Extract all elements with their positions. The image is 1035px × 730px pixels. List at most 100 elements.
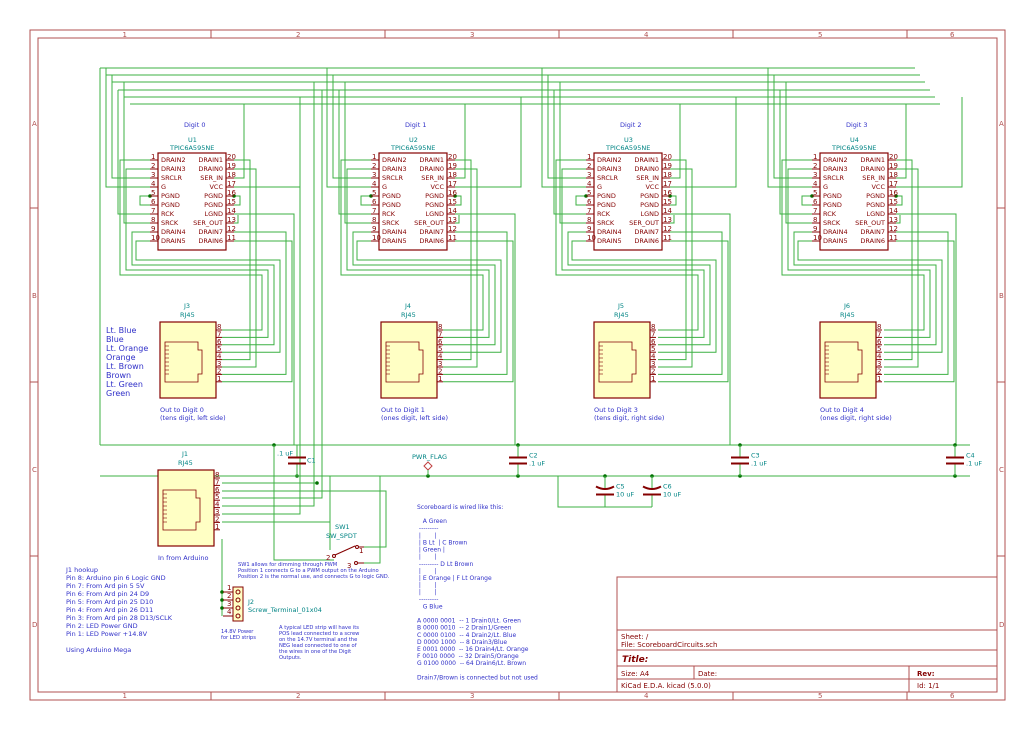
cap-value: .1 uF (751, 460, 767, 468)
wire (670, 215, 675, 224)
column-label: 1 (123, 31, 127, 39)
ic-pin-number: 18 (448, 171, 457, 179)
ic-pin-number: 1 (813, 153, 817, 161)
wire (896, 104, 907, 179)
row-label: A (999, 120, 1004, 128)
jack-value: RJ45 (180, 311, 195, 319)
title-label: Title: (622, 655, 648, 665)
jack-pin-number: 1 (877, 375, 881, 383)
ic-pin-number: 7 (151, 207, 155, 215)
ic-pin-number: 13 (448, 216, 457, 224)
jack-caption: (tens digit, right side) (594, 414, 664, 422)
ic-pin-name: RCK (161, 210, 175, 218)
led-strip-note: A typical LED strip will have its POS le… (279, 625, 360, 661)
sw1-pin: 2 (326, 554, 330, 562)
ic-pin-name: VCC (430, 183, 444, 191)
wire (222, 240, 293, 383)
wire (658, 231, 723, 375)
j2-pin: 4 (227, 608, 232, 616)
tool-label: KiCad E.D.A. kicad (5.0.0) (621, 682, 711, 690)
wire (364, 476, 381, 564)
wire (455, 195, 462, 206)
ic-pin-number: 5 (151, 189, 155, 197)
scoreboard-note-line: G Blue (417, 603, 443, 610)
screw-terminal-j2[interactable]: 1 2 3 4 J2 Screw_Terminal_01x04 14.8V Po… (221, 584, 322, 641)
hookup-note-line: Pin 4: From Ard pin 26 D11 (66, 606, 153, 614)
row-label: D (32, 621, 37, 629)
ic-pin-name: DRAIN5 (823, 237, 848, 245)
hookup-note-line: J1 hookup (65, 566, 98, 574)
j2-pin: 3 (227, 600, 231, 608)
wire (884, 168, 919, 368)
ic-pin-number: 7 (372, 207, 376, 215)
jack-pin-number: 4 (438, 353, 443, 361)
jack-pin-number: 1 (215, 523, 219, 531)
ic-pin-number: 2 (813, 162, 817, 170)
scoreboard-note-line: Scoreboard is wired like this: (417, 504, 503, 511)
column-label: 6 (950, 692, 955, 700)
jack-pin-number: 4 (651, 353, 656, 361)
wire (571, 240, 717, 353)
note-line: for LED strips (221, 635, 256, 641)
cap-plate (642, 485, 662, 490)
ic-pin-name: DRAIN5 (382, 237, 407, 245)
ic-pin-number: 8 (151, 216, 155, 224)
scoreboard-note-line: --------- (417, 596, 438, 603)
ic-pin-number: 2 (151, 162, 155, 170)
wire (547, 75, 586, 179)
wire (273, 445, 334, 561)
jack-body (819, 321, 877, 399)
wire (781, 159, 925, 331)
wire (111, 75, 150, 179)
cap-ref: C2 (529, 452, 538, 460)
ic-pin-number: 14 (448, 207, 457, 215)
jack-pin-number: 2 (651, 367, 655, 375)
note-line: on the 14.7V terminal and the (279, 637, 357, 643)
wire (125, 168, 269, 338)
wire (658, 159, 687, 361)
ic-pin-name: PGND (161, 201, 180, 209)
pwr-flag-label: PWR_FLAG (412, 453, 447, 461)
wire (222, 490, 387, 548)
switch-sw1[interactable]: SW1 SW_SPDT 2 1 3 (326, 523, 364, 570)
wire-color: Green (106, 389, 130, 398)
rj45-socket-icon (385, 341, 424, 383)
scoreboard-note-line: D 0000 1000 -- 8 Drain3/Blue (417, 639, 507, 646)
ic-pin-name: SRCLR (382, 174, 403, 182)
capacitor-c3: C3.1 uF (731, 445, 767, 476)
ic-pin-number: 10 (587, 234, 596, 242)
wire-color: Lt. Green (106, 380, 143, 389)
hookup-note-line: Pin 3: From Ard pin 28 D13/SCLK (66, 614, 173, 622)
jack-ref: J6 (843, 302, 850, 310)
junction-dot (220, 598, 224, 602)
scoreboard-note-line: A 0000 0001 -- 1 Drain0/Lt. Green (417, 618, 521, 625)
sw1-note: SW1 allows for dimming through PWM Posit… (238, 562, 390, 580)
ic-pin-number: 8 (372, 216, 376, 224)
ic-pin-name: SER_IN (421, 174, 444, 182)
file-label: File: ScoreboardCircuits.sch (621, 641, 717, 649)
ic-pin-name: SRCLR (823, 174, 844, 182)
ic-pin-number: 16 (663, 189, 672, 197)
sheet-label: Sheet: / (621, 633, 649, 641)
ic-pin-name: RCK (823, 210, 837, 218)
wire (332, 75, 371, 179)
ic-pin-number: 3 (813, 171, 817, 179)
cap-plate (595, 485, 615, 490)
jack-pin-number: 7 (215, 478, 219, 486)
scoreboard-note-line: | | (417, 568, 436, 575)
ic-pin-name: PGND (823, 201, 842, 209)
cap-ref: C6 (663, 483, 672, 491)
scoreboard-note-line: | | (417, 554, 436, 561)
jack-pin-number: 8 (651, 323, 655, 331)
jack-pin-number: 5 (651, 345, 655, 353)
sheet-frame (29, 29, 1006, 701)
scoreboard-note-line: E 0001 0000 -- 16 Drain4/Lt. Orange (417, 646, 529, 653)
jack-pin-number: 1 (651, 375, 655, 383)
ic-pin-number: 15 (663, 198, 672, 206)
capacitor-c4: C4.1 uF (946, 445, 982, 476)
ic-pin-name: DRAIN2 (382, 156, 407, 164)
ic-pin-number: 5 (587, 189, 591, 197)
scoreboard-note-line: C 0000 0100 -- 4 Drain2/Lt. Blue (417, 632, 516, 639)
